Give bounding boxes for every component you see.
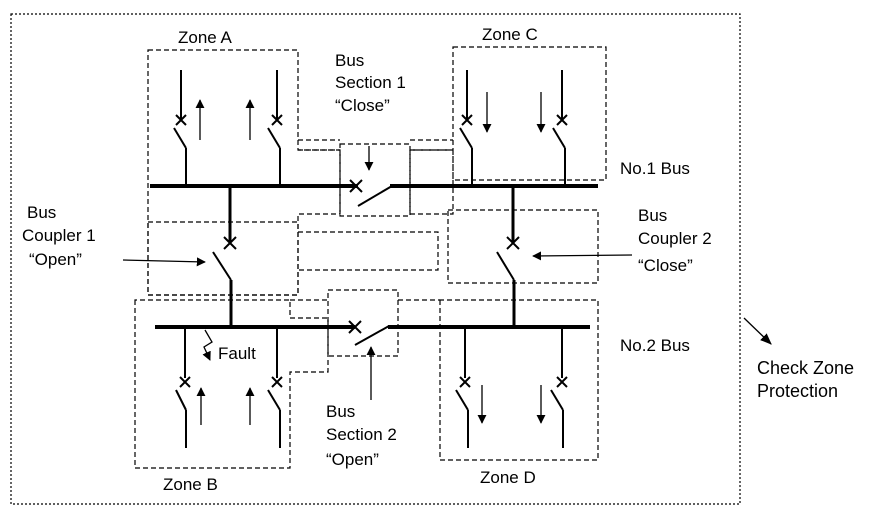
bus-coupler-2-line1: Bus <box>638 206 667 225</box>
zone-d-feeder-1 <box>455 327 487 448</box>
check-zone-line1: Check Zone <box>757 358 854 378</box>
bus-2-label: No.2 Bus <box>620 336 690 355</box>
check-zone-line2: Protection <box>757 381 838 401</box>
zone-link-a-c <box>298 139 453 151</box>
bus-section-2-switch <box>348 320 390 346</box>
zone-b-feeder-2 <box>245 327 283 448</box>
zone-d-feeder-2 <box>536 327 568 448</box>
bus-section-2-box <box>327 289 399 357</box>
bus-coupler-1-line2: Coupler 1 <box>22 226 96 245</box>
bus-coupler-2-pointer <box>532 251 633 261</box>
zone-d-boundary <box>439 299 599 461</box>
zone-b-boundary <box>134 299 329 469</box>
zone-c-feeder-1 <box>459 70 492 186</box>
zone-a-feeder-1 <box>173 70 205 186</box>
zone-b-label: Zone B <box>163 475 218 494</box>
check-zone-pointer <box>743 317 772 345</box>
zone-d-label: Zone D <box>480 468 536 487</box>
bus-coupler-2-state: “Close” <box>638 256 693 275</box>
bus-coupler-1-state: “Open” <box>29 250 82 269</box>
fault-arrow <box>202 329 213 361</box>
bus-section-1-line2: Section 1 <box>335 73 406 92</box>
bus-1-label: No.1 Bus <box>620 159 690 178</box>
bus-coupler-1-pointer <box>122 257 206 267</box>
bus-coupler-2-line2: Coupler 2 <box>638 229 712 248</box>
zone-b-feeder-1 <box>175 327 206 448</box>
zone-link-upper <box>298 231 439 271</box>
bus-coupler-2-box <box>447 209 599 284</box>
zone-c-boundary <box>409 46 607 215</box>
bus-coupler-1-box <box>147 221 299 296</box>
bus-section-1-state: “Close” <box>335 96 390 115</box>
check-zone-boundary <box>10 13 741 505</box>
bus-coupler-1-switch <box>212 186 237 327</box>
zone-a-feeder-2 <box>245 70 283 186</box>
fault-label: Fault <box>218 344 256 363</box>
zone-a-label: Zone A <box>178 28 233 47</box>
bus-section-2-line2: Section 2 <box>326 425 397 444</box>
zone-c-label: Zone C <box>482 25 538 44</box>
zone-c-feeder-2 <box>536 70 568 186</box>
bus-section-1-switch <box>349 179 393 207</box>
bus-section-2-state: “Open” <box>326 450 379 469</box>
bus-section-1-box <box>339 143 411 217</box>
zone-a-boundary <box>147 49 341 296</box>
bus-section-1-line1: Bus <box>335 51 364 70</box>
bus-section-2-line1: Bus <box>326 402 355 421</box>
bus-coupler-1-line1: Bus <box>27 203 56 222</box>
bus-coupler-2-switch <box>496 186 520 327</box>
